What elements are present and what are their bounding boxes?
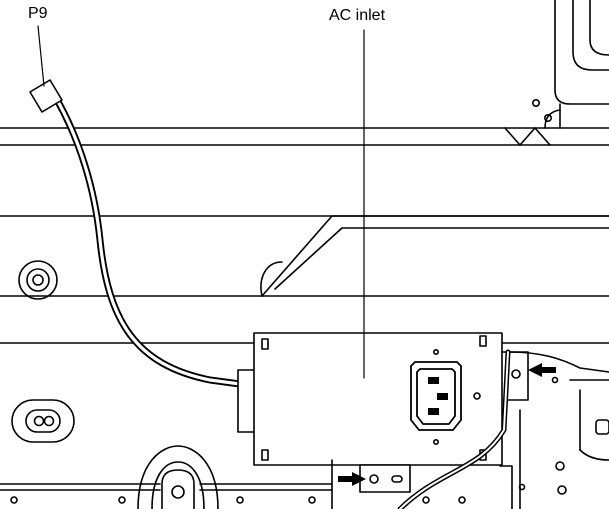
top-right-frame — [504, 0, 609, 146]
arrow-bottom-bracket — [338, 472, 366, 486]
right-bracket — [499, 351, 609, 509]
ac-inlet-label: AC inlet — [329, 7, 386, 24]
horizontal-rails — [0, 127, 609, 344]
oval-bracket — [11, 399, 75, 443]
iec-socket — [410, 361, 462, 431]
ac-inlet-housing — [237, 332, 503, 466]
bottom-frame — [0, 445, 466, 509]
p9-leader-line — [37, 25, 45, 87]
screw-boss — [18, 260, 58, 300]
lower-cable — [397, 349, 511, 509]
bottom-bracket — [331, 459, 411, 509]
p9-label: P9 — [28, 5, 48, 22]
p9-cable — [52, 94, 244, 388]
angled-bracket — [260, 215, 609, 297]
arrow-right-bracket — [528, 363, 556, 377]
